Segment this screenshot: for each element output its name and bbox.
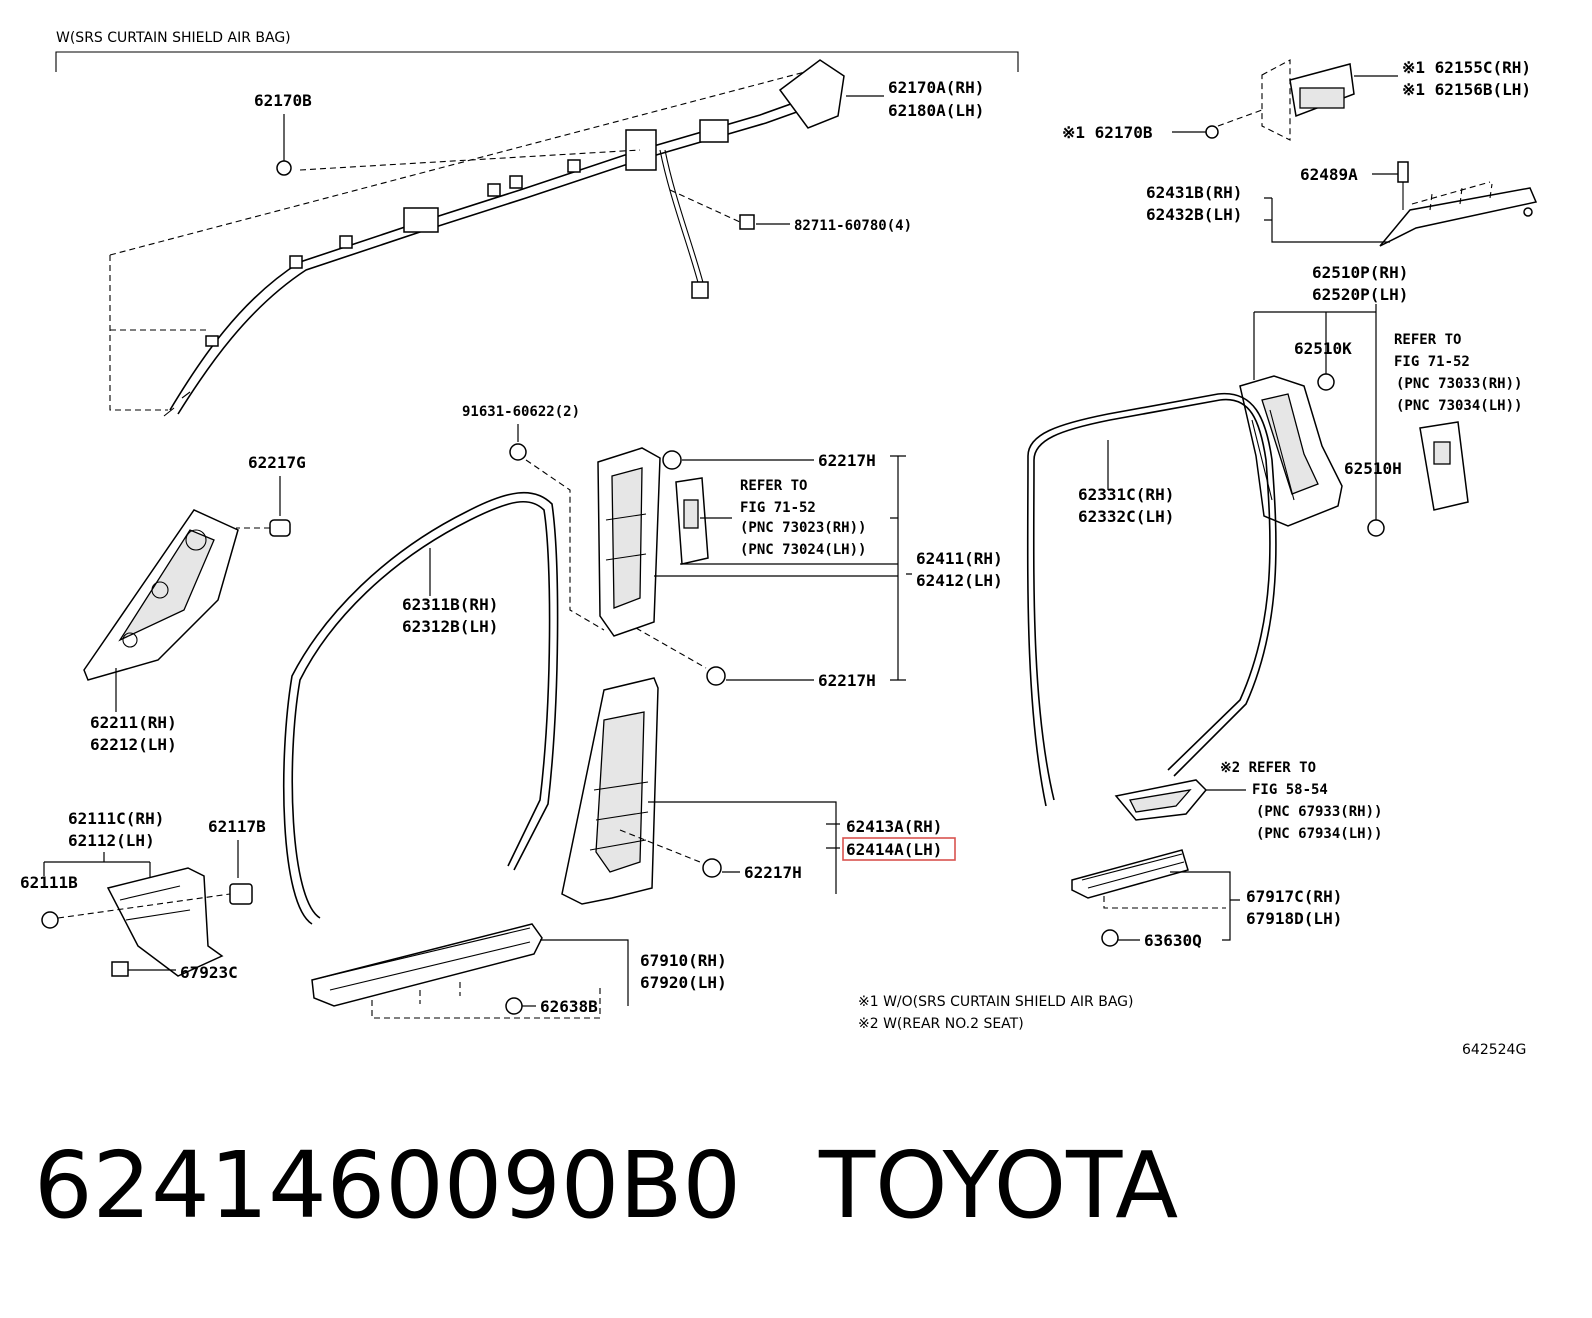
refer-7152-right-a: REFER TO	[1394, 332, 1461, 348]
label-91631: 91631-60622(2)	[462, 404, 580, 420]
label-62170B-top: 62170B	[254, 91, 312, 110]
kick-panel-62111C	[106, 867, 224, 977]
footer-part-number: 6241460090B0	[34, 1132, 741, 1239]
label-62520P: 62520P(LH)	[1312, 285, 1408, 304]
label-67923C: 67923C	[180, 963, 238, 982]
label-62155C: ※1 62155C(RH)	[1402, 58, 1531, 77]
label-62217H-mid: 62217H	[818, 671, 876, 690]
pillar-62413A	[561, 677, 659, 905]
weatherstrip-62311B	[282, 491, 559, 925]
refer-7152-center-b: FIG 71-52	[740, 500, 816, 516]
pnc-67934: (PNC 67934(LH))	[1256, 826, 1382, 842]
refer-7152-right-b: FIG 71-52	[1394, 354, 1470, 370]
pnc-73033: (PNC 73033(RH))	[1396, 376, 1522, 392]
note-2: ※2 W(REAR NO.2 SEAT)	[858, 1016, 1024, 1032]
curtain-airbag	[109, 59, 845, 417]
bracket-62155C	[1217, 59, 1355, 141]
label-62311B: 62311B(RH)	[402, 595, 498, 614]
label-62431B: 62431B(RH)	[1146, 183, 1242, 202]
label-62111B: 62111B	[20, 873, 78, 892]
highlight-box	[842, 837, 956, 861]
weatherstrip-62331C	[1026, 392, 1277, 807]
refer-5854-b: FIG 58-54	[1252, 782, 1328, 798]
label-62414A: 62414A(LH)	[846, 840, 942, 859]
label-62411: 62411(RH)	[916, 549, 1003, 568]
label-82711: 82711-60780(4)	[794, 218, 912, 234]
pillar-62510P	[1239, 375, 1343, 527]
label-62217G: 62217G	[248, 453, 306, 472]
label-67910: 67910(RH)	[640, 951, 727, 970]
label-67920: 67920(LH)	[640, 973, 727, 992]
header-bracket	[55, 51, 1019, 72]
pnc-73023: (PNC 73023(RH))	[740, 520, 866, 536]
label-62510H: 62510H	[1344, 459, 1402, 478]
label-62211: 62211(RH)	[90, 713, 177, 732]
pnc-73024: (PNC 73024(LH))	[740, 542, 866, 558]
label-62156B: ※1 62156B(LH)	[1402, 80, 1531, 99]
label-63630Q: 63630Q	[1144, 931, 1202, 950]
label-62489A: 62489A	[1300, 165, 1358, 184]
condition-note: W(SRS CURTAIN SHIELD AIR BAG)	[56, 30, 291, 46]
label-62312B: 62312B(LH)	[402, 617, 498, 636]
label-62412: 62412(LH)	[916, 571, 1003, 590]
pillar-62411	[597, 447, 661, 637]
label-62510P: 62510P(RH)	[1312, 263, 1408, 282]
label-62332C: 62332C(LH)	[1078, 507, 1174, 526]
pillar-62211	[83, 509, 239, 681]
label-62638B: 62638B	[540, 997, 598, 1016]
figure-id: 642524G	[1462, 1042, 1526, 1058]
refer-5854-a: ※2 REFER TO	[1220, 760, 1316, 776]
refer-7152-center-a: REFER TO	[740, 478, 807, 494]
label-62111C: 62111C(RH)	[68, 809, 164, 828]
label-62170A: 62170A(RH)	[888, 78, 984, 97]
label-62331C: 62331C(RH)	[1078, 485, 1174, 504]
label-67917C: 67917C(RH)	[1246, 887, 1342, 906]
label-62510K: 62510K	[1294, 339, 1352, 358]
label-62432B: 62432B(LH)	[1146, 205, 1242, 224]
label-62217H-low: 62217H	[744, 863, 802, 882]
label-62413A: 62413A(RH)	[846, 817, 942, 836]
label-62117B: 62117B	[208, 817, 266, 836]
note-1: ※1 W/O(SRS CURTAIN SHIELD AIR BAG)	[858, 994, 1133, 1010]
label-62212: 62212(LH)	[90, 735, 177, 754]
pnc-67933: (PNC 67933(RH))	[1256, 804, 1382, 820]
footer-brand: TOYOTA	[818, 1132, 1179, 1239]
label-62180A: 62180A(LH)	[888, 101, 984, 120]
pnc-73034: (PNC 73034(LH))	[1396, 398, 1522, 414]
garnish-62431B	[1379, 181, 1538, 247]
label-67918D: 67918D(LH)	[1246, 909, 1342, 928]
label-62217H-top: 62217H	[818, 451, 876, 470]
label-62170B-right: ※1 62170B	[1062, 123, 1153, 142]
scuff-plate-67910	[311, 923, 601, 1019]
step-67917C	[1071, 849, 1226, 909]
label-62112: 62112(LH)	[68, 831, 155, 850]
